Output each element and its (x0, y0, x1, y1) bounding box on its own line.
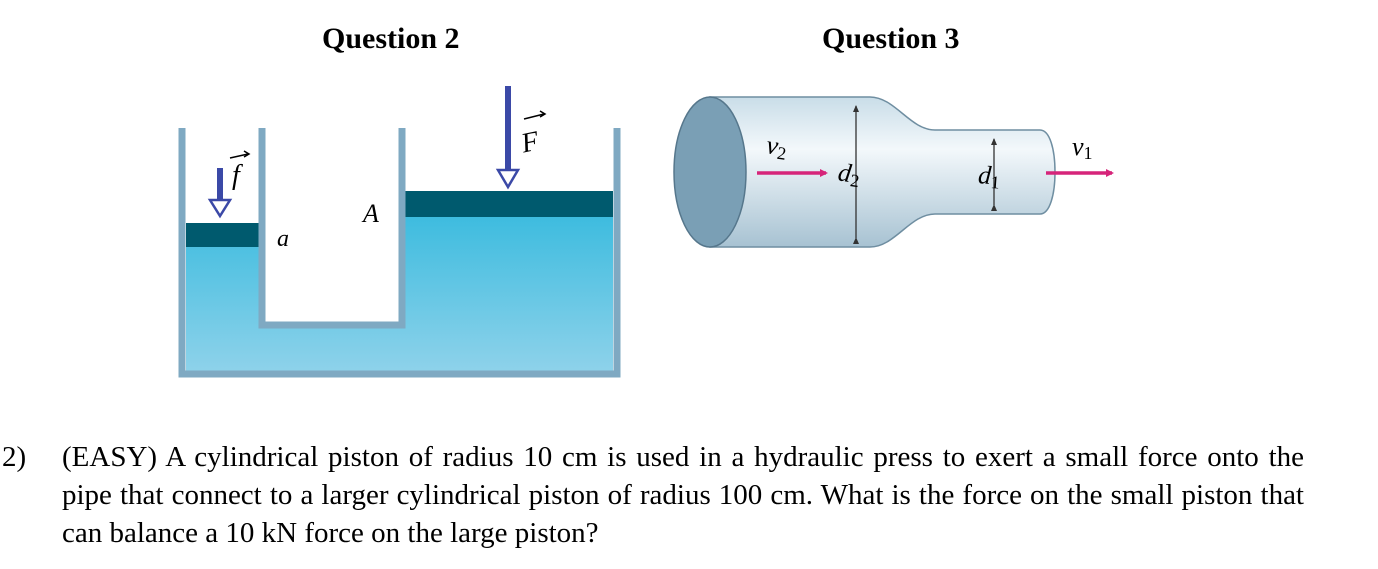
large-force-arrow (495, 86, 521, 190)
v1-label: v1 (1072, 132, 1093, 163)
pipe-opening (673, 96, 747, 248)
question-2-heading: Question 2 (322, 22, 460, 55)
container-wall (178, 128, 621, 378)
d1-label: d1 (977, 160, 1001, 192)
pipe-flow-figure: v2 d2 d1 v1 (673, 96, 1114, 248)
small-force-vector-arrow (229, 153, 249, 159)
question-3-heading: Question 3 (822, 22, 960, 55)
large-force-label: F (518, 125, 543, 159)
large-force-vector-arrow (523, 113, 545, 120)
large-piston (402, 191, 613, 217)
small-area-label: a (277, 226, 289, 252)
hydraulic-press-figure: f F a A (178, 86, 621, 378)
large-area-label: A (361, 199, 379, 228)
question-text: (EASY) A cylindrical piston of radius 10… (62, 441, 1304, 549)
hydraulic-fluid (186, 217, 613, 372)
d2-label: d2 (836, 157, 862, 191)
small-force-arrow (207, 168, 233, 219)
question-number: 2) (2, 441, 27, 473)
figures: f F a A v2 d2 d1 v1 (178, 86, 1114, 378)
v2-label: v2 (764, 130, 789, 164)
small-force-label: f (232, 160, 243, 191)
small-piston (186, 223, 262, 247)
